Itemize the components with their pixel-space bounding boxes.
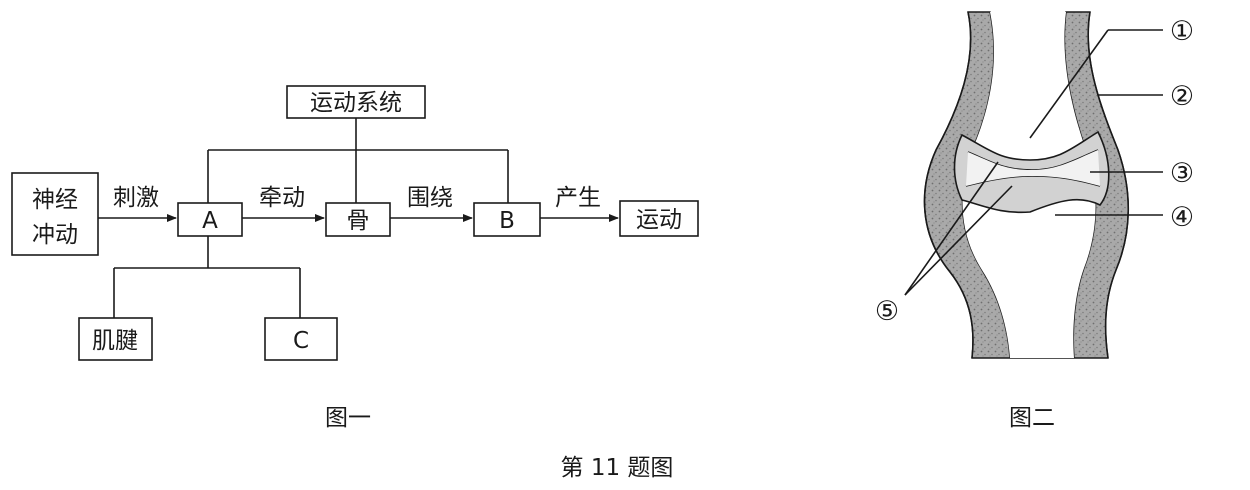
box-movement xyxy=(619,200,699,237)
box-a-label: A xyxy=(202,208,218,234)
box-movement-label: 运动 xyxy=(636,207,682,233)
box-nerve-impulse-line2: 冲动 xyxy=(32,222,78,248)
callout-3: ③ xyxy=(1170,158,1194,189)
figure-2-caption: 图二 xyxy=(1009,405,1055,431)
capsule-outline-right xyxy=(1087,11,1130,359)
box-tendon-label: 肌腱 xyxy=(92,328,138,354)
box-tendon xyxy=(78,317,153,361)
label-stimulate: 刺激 xyxy=(113,185,159,211)
box-motor-system xyxy=(286,85,426,119)
capsule-outline-left xyxy=(923,11,974,359)
callout-5: ⑤ xyxy=(875,296,899,327)
label-produce: 产生 xyxy=(555,185,601,211)
callout-4: ④ xyxy=(1170,202,1194,233)
leader-5a xyxy=(904,161,999,296)
box-bone-label: 骨 xyxy=(347,208,370,234)
leader-1 xyxy=(1029,29,1109,139)
label-around: 围绕 xyxy=(407,185,453,211)
figure-1-caption: 图一 xyxy=(325,405,371,431)
callout-1: ① xyxy=(1170,16,1194,47)
box-nerve-impulse xyxy=(11,172,99,256)
box-c-label: C xyxy=(293,328,309,354)
figure-1-diagram: 运动系统 神经 冲动 A 骨 B 运动 肌腱 C 刺激 牵动 围绕 产生 图一 xyxy=(11,85,699,431)
box-bone xyxy=(325,202,391,237)
leader-5b xyxy=(904,185,1013,296)
joint-space xyxy=(966,150,1100,186)
callout-2: ② xyxy=(1170,81,1194,112)
figure-title: 第 11 题图 xyxy=(561,455,674,481)
box-b-label: B xyxy=(499,208,515,234)
box-b xyxy=(473,202,541,237)
label-pull: 牵动 xyxy=(259,185,305,211)
box-c xyxy=(264,317,338,361)
box-nerve-impulse-line1: 神经 xyxy=(32,187,78,213)
box-motor-system-label: 运动系统 xyxy=(310,90,402,116)
box-a xyxy=(177,202,243,237)
figure-2-joint: ① ② ③ ④ ⑤ 图二 xyxy=(875,11,1194,431)
